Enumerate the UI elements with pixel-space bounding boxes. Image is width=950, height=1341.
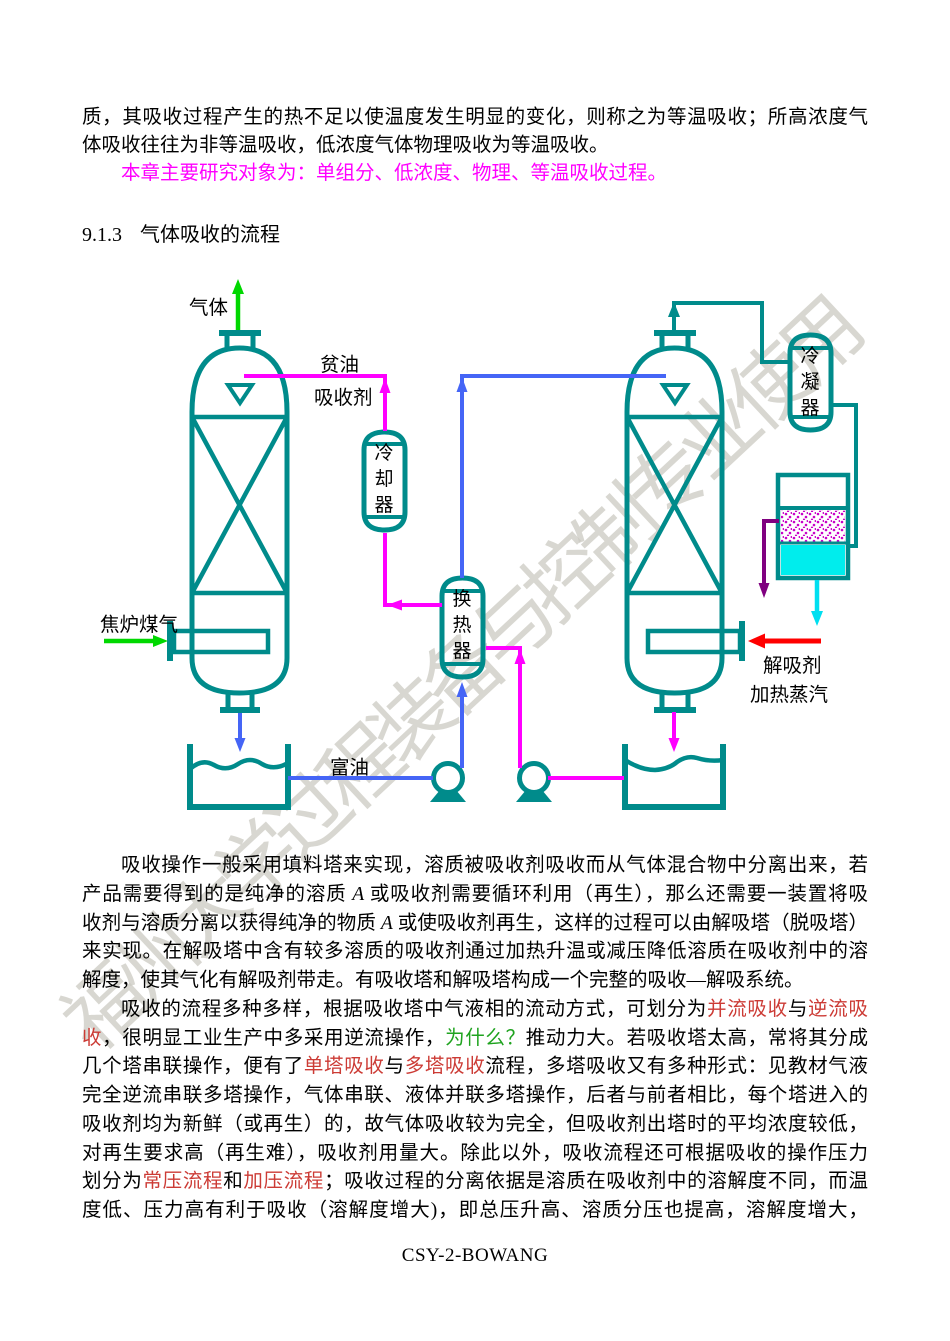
condensate-stream bbox=[811, 580, 823, 626]
offgas-arrow-icon bbox=[758, 583, 770, 598]
rich-oil-tank bbox=[187, 744, 291, 810]
cooler-vessel bbox=[361, 429, 408, 533]
page-footer: CSY-2-BOWANG bbox=[401, 1245, 549, 1266]
liquid-distributor-icon bbox=[224, 383, 256, 407]
absorbent-label: 吸收剂 bbox=[314, 388, 373, 409]
chapter-focus-line: 本章主要研究对象为：单组分、低浓度、物理、等温吸收过程。 bbox=[121, 163, 668, 184]
term-pressurized: 加压流程 bbox=[243, 1171, 325, 1192]
to-cooler-arrow-icon bbox=[387, 599, 402, 611]
symbol-A: A bbox=[352, 884, 365, 905]
coke-gas-arrow-icon bbox=[153, 635, 168, 647]
rich-oil-pump bbox=[430, 761, 466, 802]
lean-oil-pump bbox=[516, 761, 552, 802]
term-cocurrent: 并流吸收 bbox=[707, 999, 788, 1020]
condenser-label: 冷凝器 bbox=[800, 346, 820, 419]
separator-drum bbox=[775, 472, 851, 581]
para2-line7: 划分为常压流程和加压流程；吸收过程的分离依据是溶质在吸收剂中的溶解度不同，而温 bbox=[82, 1171, 868, 1192]
gas-out-arrow-icon bbox=[232, 279, 244, 294]
steam-arrow-icon bbox=[748, 633, 765, 649]
heating-steam-label: 加热蒸汽 bbox=[750, 685, 829, 706]
coke-oven-gas-label: 焦炉煤气 bbox=[100, 615, 179, 636]
para2-line8: 度低、压力高有利于吸收（溶解度增大)，即总压升高、溶质分压也提高，溶解度增大， bbox=[82, 1200, 868, 1221]
term-single-tower: 单塔吸收 bbox=[303, 1056, 385, 1077]
steam-stream bbox=[748, 633, 821, 649]
term-atmospheric: 常压流程 bbox=[142, 1171, 224, 1192]
to-absorber-arrow-icon bbox=[379, 378, 391, 393]
desorbent-label: 解吸剂 bbox=[763, 656, 822, 677]
para2-line2: 收，很明显工业生产中多采用逆流操作，为什么？推动力大。若吸收塔太高，常将其分成 bbox=[82, 1028, 868, 1049]
rich-oil-label: 富油 bbox=[330, 758, 370, 779]
para2-line1: 吸收的流程多种多样，根据吸收塔中气液相的流动方式，可划分为并流吸收与逆流吸 bbox=[121, 999, 868, 1020]
offgas-stream bbox=[758, 519, 779, 598]
condensate-arrow-icon bbox=[811, 611, 823, 626]
lean-oil-label: 贫油 bbox=[320, 355, 360, 376]
condenser-vessel bbox=[787, 332, 834, 433]
para1-line1: 吸收操作一般采用填料塔来实现，溶质被吸收剂吸收而从气体混合物中分离出来，若 bbox=[121, 855, 868, 876]
para1-line2: 产品需要得到的是纯净的溶质 A 或吸收剂需要循环利用（再生），那么还需要一装置将… bbox=[82, 884, 868, 905]
para1-line4: 来实现。在解吸塔中含有较多溶质的吸收剂通过加热升温或减压降低溶质在吸收剂中的溶 bbox=[82, 941, 868, 962]
desorber-tower bbox=[624, 301, 858, 713]
lean-oil-streams bbox=[244, 374, 680, 780]
absorber-tower bbox=[167, 330, 290, 713]
heat-exchanger-vessel bbox=[439, 575, 486, 680]
rich-oil-streams bbox=[234, 374, 666, 780]
para1-line5: 解度，使其气化有解吸剂带走。有吸收塔和解吸塔构成一个完整的吸收—解吸系统。 bbox=[82, 970, 804, 991]
liquid-distributor-icon bbox=[659, 383, 691, 407]
term-multi-tower: 多塔吸收 bbox=[404, 1056, 486, 1077]
overhead-vapor-arrow-icon bbox=[668, 302, 680, 317]
into-exchanger-arrow-icon bbox=[456, 682, 468, 697]
para2-line4: 完全逆流串联多塔操作，气体串联、液体并联多塔操作，后者与前者相比，每个塔进入的 bbox=[82, 1085, 868, 1106]
cooler-label: 冷却器 bbox=[374, 443, 394, 516]
intro-line-1: 质，其吸收过程产生的热不足以使温度发生明显的变化，则称之为等温吸收；所高浓度气 bbox=[82, 107, 868, 128]
section-title: 气体吸收的流程 bbox=[140, 224, 280, 246]
desorber-bottom-arrow-icon bbox=[668, 738, 680, 752]
section-number: 9.1.3 bbox=[82, 224, 122, 246]
to-tank-arrow-icon bbox=[234, 738, 246, 752]
intro-line-2: 体吸收往往为非等温吸收，低浓度气体物理吸收为等温吸收。 bbox=[82, 135, 609, 156]
pump-up-arrow-icon bbox=[514, 649, 526, 664]
question-why: 为什么？ bbox=[445, 1028, 526, 1049]
para2-line6: 对再生要求高（再生难），吸收剂用量大。除此以外，吸收流程还可根据吸收的操作压力 bbox=[82, 1143, 868, 1164]
gas-out-label: 气体 bbox=[189, 298, 229, 319]
solvent-tank bbox=[622, 744, 726, 810]
heat-exchanger-label: 换热器 bbox=[452, 589, 472, 662]
para2-line5: 吸收剂均为新鲜（或再生）的，故气体吸收较为完全，但吸收剂出塔时的平均浓度较低， bbox=[82, 1114, 868, 1135]
gas-streams bbox=[104, 279, 244, 647]
term-countercurrent: 逆流吸 bbox=[808, 999, 868, 1020]
to-desorber-arrow-icon bbox=[456, 377, 468, 392]
para1-line3: 收剂与溶质分离以获得纯净的物质 A 或使吸收剂再生，这样的过程可以由解吸塔（脱吸… bbox=[82, 913, 868, 934]
para2-line3: 几个塔串联操作，便有了单塔吸收与多塔吸收流程，多塔吸收又有多种形式：见教材气液 bbox=[82, 1056, 868, 1077]
symbol-A: A bbox=[380, 913, 393, 934]
section-heading: 9.1.3 气体吸收的流程 bbox=[82, 218, 280, 247]
